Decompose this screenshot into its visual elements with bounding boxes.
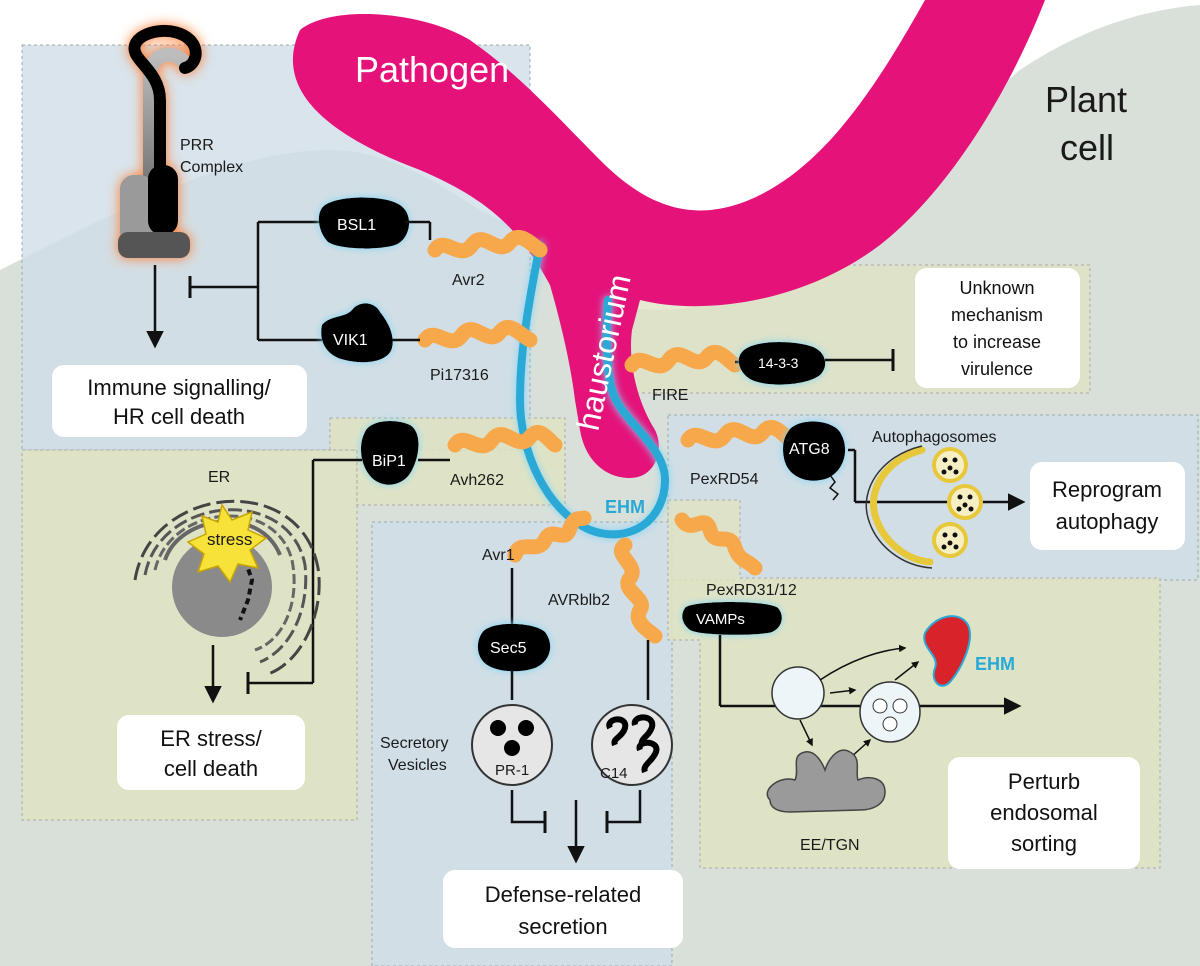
atg8-label: ATG8 [789, 441, 830, 458]
fire-label: FIRE [652, 387, 688, 404]
bip1-label: BiP1 [372, 453, 406, 470]
endosome-1 [771, 666, 825, 720]
outcome-immune-line1: Immune signalling/ [87, 375, 271, 400]
pexrd54-label: PexRD54 [690, 471, 759, 488]
outcome-defense: Defense-related secretion [443, 870, 683, 948]
outcome-immune-line2: HR cell death [113, 404, 245, 429]
prr-complex [118, 24, 202, 258]
outcome-perturb-line2: endosomal [990, 800, 1098, 825]
outcome-perturb-line1: Perturb [1008, 769, 1080, 794]
avrblb2-label: AVRblb2 [548, 592, 610, 609]
bip1-protein [360, 420, 419, 485]
bsl1-label: BSL1 [337, 217, 376, 234]
endo-arrow-1 [819, 644, 907, 681]
outcome-unknown-line4: virulence [961, 359, 1033, 379]
stress-star [186, 503, 268, 584]
phagophore [870, 446, 934, 566]
ehm-vesicle [923, 615, 971, 687]
effector-fire [624, 345, 743, 374]
sec5-protein [477, 623, 551, 672]
pathogen-label: Pathogen [355, 49, 509, 90]
secretory-label-1: Secretory [380, 735, 448, 752]
ee-tgn-label: EE/TGN [800, 837, 860, 854]
avr1-label: Avr1 [482, 547, 515, 564]
outcome-defense-line1: Defense-related [485, 882, 642, 907]
effector-pexrd3112 [674, 512, 763, 576]
vamps-protein [682, 602, 782, 635]
er-label: ER [208, 469, 230, 486]
pi17316-label: Pi17316 [430, 367, 489, 384]
pathogen-hypha [292, 0, 1046, 478]
atg8-anchor [828, 474, 840, 501]
outcome-unknown-line2: mechanism [951, 305, 1043, 325]
ehm-membrane [515, 241, 670, 539]
prr-label-2: Complex [180, 159, 243, 176]
outcome-perturb: Perturb endosomal sorting [948, 757, 1140, 869]
effector-pexrd54 [680, 420, 798, 449]
outcome-er: ER stress/ cell death [117, 715, 305, 790]
c14-to-secretion [607, 790, 642, 824]
atg8-protein [783, 421, 846, 481]
ehm-label: EHM [605, 497, 645, 517]
autophagosomes-label: Autophagosomes [872, 429, 997, 446]
outcome-immune: Immune signalling/ HR cell death [52, 365, 307, 437]
outcome-reprogram-line2: autophagy [1056, 509, 1159, 534]
phagophore-outline [865, 445, 933, 569]
outcome-er-line2: cell death [164, 756, 258, 781]
c14-label: C14 [600, 765, 628, 782]
secretory-label-2: Vesicles [388, 757, 447, 774]
outcome-reprogram: Reprogram autophagy [1030, 462, 1185, 550]
avh262-label: Avh262 [450, 472, 504, 489]
plant-label: Plant [1045, 79, 1127, 120]
outcome-er-line1: ER stress/ [160, 726, 262, 751]
effector-avr1 [507, 510, 592, 563]
autophagosome-1 [932, 447, 968, 483]
avr2-label: Avr2 [452, 272, 485, 289]
bsl1-protein [318, 197, 410, 249]
effector-pi17316 [417, 320, 538, 349]
vamps-label: VAMPs [696, 611, 745, 628]
autophagosome-2 [947, 484, 983, 520]
endo-arrow-2 [829, 686, 857, 695]
outcome-defense-line2: secretion [518, 914, 607, 939]
pr1-to-secretion [510, 790, 545, 824]
outcome-reprogram-line1: Reprogram [1052, 477, 1162, 502]
outcome-perturb-line3: sorting [1011, 831, 1077, 856]
pr1-label: PR-1 [495, 762, 529, 779]
autophagosome-3 [932, 522, 968, 558]
ehm-small-label: EHM [975, 654, 1015, 674]
cell-label: cell [1060, 127, 1114, 168]
sec5-label: Sec5 [490, 640, 527, 657]
pexrd3112-label: PexRD31/12 [706, 582, 797, 599]
outcome-unknown-line3: to increase [953, 332, 1041, 352]
ee-tgn [766, 749, 886, 813]
protein-1433 [738, 342, 826, 385]
endo-arrow-4 [799, 719, 813, 747]
prr-label-1: PRR [180, 137, 214, 154]
vik1-protein [321, 303, 393, 363]
effector-avrblb2 [614, 537, 663, 644]
effector-avh262 [447, 425, 563, 454]
vik1-label: VIK1 [333, 332, 368, 349]
label-1433: 14-3-3 [758, 355, 799, 371]
outcome-unknown-line1: Unknown [959, 278, 1034, 298]
endo-arrow-3 [894, 661, 920, 681]
stress-label: stress [207, 530, 252, 549]
endosome-2 [859, 681, 921, 743]
effector-avr2 [427, 230, 548, 259]
outcome-unknown: Unknown mechanism to increase virulence [915, 268, 1080, 388]
